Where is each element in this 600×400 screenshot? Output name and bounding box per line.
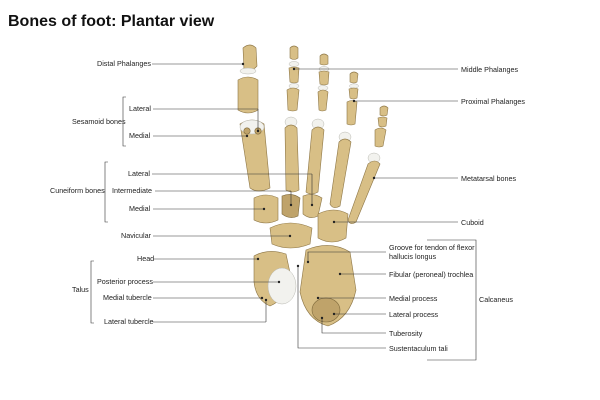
label-distal-phalanges: Distal Phalanges [97,59,151,68]
label-cuneiform-bones: Cuneiform bones [50,186,105,195]
right-labels: Middle Phalanges Proximal Phalanges Meta… [292,65,525,361]
label-groove-line1: Groove for tendon of flexor [389,243,475,252]
sesamoid-medial [243,127,251,135]
label-talus-head: Head [137,254,154,263]
label-cuboid: Cuboid [461,218,484,227]
medial-cuneiform [253,194,279,224]
label-talus-lateral-tubercle: Lateral tubercle [104,317,154,326]
talus-bracket [90,260,94,324]
label-fibular-trochlea: Fibular (peroneal) trochlea [389,270,473,279]
left-labels: Distal Phalanges Sesamoid bones Lateral … [50,59,314,326]
proximal-phalanx-1 [237,76,259,114]
label-sesamoid-bones: Sesamoid bones [72,117,126,126]
label-sustentaculum-tali: Sustentaculum tali [389,344,448,353]
foot-skeleton [237,44,389,327]
label-groove-line2: hallucis longus [389,252,437,261]
calcaneal-tuberosity [311,297,341,323]
second-ray [284,45,300,193]
label-calcaneus: Calcaneus [479,295,513,304]
page-title: Bones of foot: Plantar view [8,13,215,30]
label-talus-medial-tubercle: Medial tubercle [103,293,152,302]
fourth-ray [329,71,359,208]
label-cuneiform-medial: Medial [129,204,151,213]
label-middle-phalanges: Middle Phalanges [461,65,519,74]
cuneiform-bracket [104,161,108,223]
distal-phalanx-1 [242,44,258,71]
label-lateral-process: Lateral process [389,310,439,319]
talus-bone [253,251,297,307]
first-ray [237,44,271,192]
label-talus-posterior-process: Posterior process [97,277,153,286]
label-navicular: Navicular [121,231,152,240]
label-tuberosity: Tuberosity [389,329,423,338]
label-metatarsal-bones: Metatarsal bones [461,174,517,183]
label-sesamoid-lateral: Lateral [129,104,151,113]
label-cuneiform-lateral: Lateral [128,169,150,178]
third-ray [305,53,330,195]
label-sesamoid-medial: Medial [129,131,151,140]
label-talus: Talus [72,285,89,294]
label-proximal-phalanges: Proximal Phalanges [461,97,525,106]
label-cuneiform-intermediate: Intermediate [112,186,152,195]
sesamoid-bracket [122,96,126,147]
cuboid-bone [317,209,349,243]
calcaneus-bracket [427,239,477,361]
label-medial-process: Medial process [389,294,438,303]
